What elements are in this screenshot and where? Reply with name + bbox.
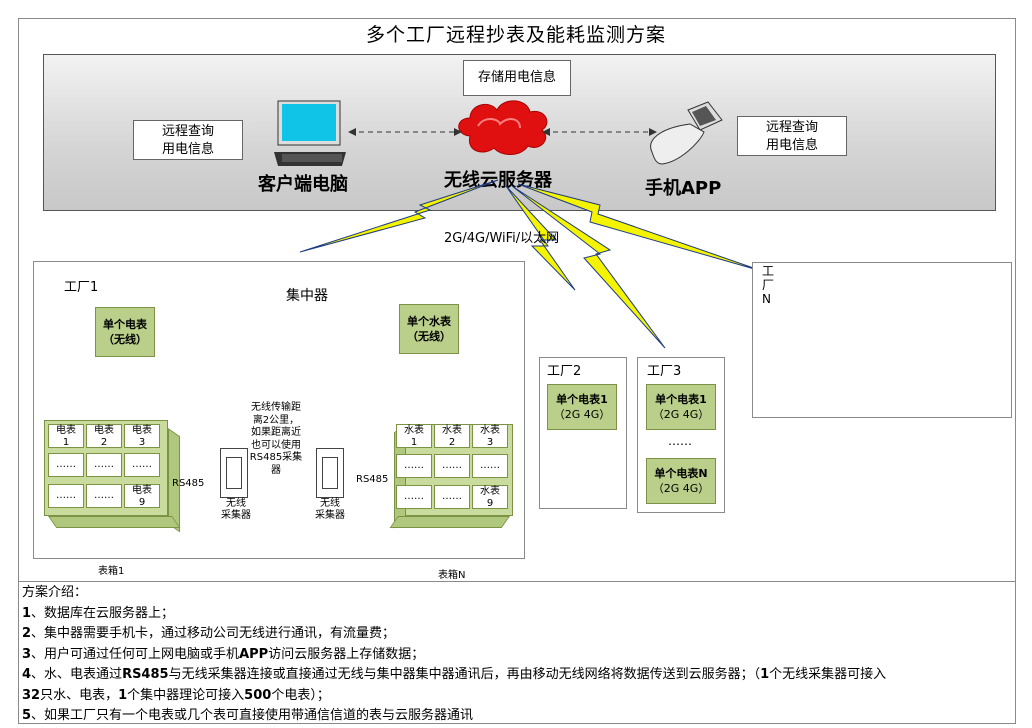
factory3-ellipsis: ……: [668, 434, 692, 448]
concentrator-label: 集中器: [286, 288, 328, 304]
desktop-computer-icon: [274, 100, 346, 166]
description-item-1: 1、数据库在云服务器上；: [22, 605, 175, 621]
description-heading: 方案介绍：: [22, 585, 88, 600]
electric-cell-2: 电表 2: [86, 424, 122, 448]
cabinet-N-label: 表箱N: [438, 570, 466, 581]
water-cell-7: ……: [396, 485, 432, 509]
factory3-name: 工厂3: [647, 364, 682, 379]
wireless-collector-left: [220, 448, 248, 498]
wireless-links: [299, 179, 766, 349]
wireless-collector-label-left: 无线采集器: [221, 498, 251, 521]
factory2-meter: 单个电表1（2G 4G）: [547, 384, 617, 430]
electric-cell-9: 电表 9: [124, 484, 160, 508]
scheme-description: 方案介绍： 1、数据库在云服务器上； 2、集中器需要手机卡，通过移动公司无线进行…: [22, 583, 1012, 727]
client-pc-label: 客户端电脑: [258, 174, 348, 195]
diagram-frame: [18, 18, 1016, 724]
factory2-name: 工厂2: [547, 364, 582, 379]
rs485-label-left: RS485: [172, 478, 205, 489]
description-item-2: 2、集中器需要手机卡，通过移动公司无线进行通讯，有流量费；: [22, 626, 396, 641]
mobile-app-label: 手机APP: [645, 178, 722, 199]
electric-cell-6: ……: [124, 453, 160, 477]
factory2-panel: [539, 357, 627, 509]
description-item-5: 5、如果工厂只有一个电表或几个表可直接使用带通信信道的表与云服务器通讯: [22, 708, 474, 723]
factory1-name: 工厂1: [64, 280, 99, 295]
cabinet-1-label: 表箱1: [98, 566, 125, 577]
water-cell-2: 水表 2: [434, 424, 470, 448]
single-electric-meter-wireless: 单个电表（无线）: [95, 307, 155, 357]
water-cell-6: ……: [472, 454, 508, 478]
water-cell-4: ……: [396, 454, 432, 478]
wireless-collector-label-right: 无线采集器: [315, 498, 345, 521]
description-item-4-cont: 32只水、电表，1个集中器理论可接入500个电表）；: [22, 687, 330, 703]
factory3-meter-1: 单个电表1（2G 4G）: [646, 384, 716, 430]
single-water-meter-wireless: 单个水表（无线）: [399, 304, 459, 354]
wireless-collector-right: [316, 448, 344, 498]
network-label: 2G/4G/WiFi/以太网: [444, 231, 560, 246]
description-item-3: 3、用户可通过任何可上网电脑或手机APP访问云服务器上存储数据；: [22, 646, 425, 662]
electric-cell-5: ……: [86, 453, 122, 477]
factoryN-panel: [752, 262, 1012, 418]
remote-query-box-left: 远程查询用电信息: [133, 120, 243, 160]
water-cell-9: 水表 9: [472, 485, 508, 509]
factory3-meter-N: 单个电表N（2G 4G）: [646, 458, 716, 504]
water-cell-3: 水表 3: [472, 424, 508, 448]
electric-cell-3: 电表 3: [124, 424, 160, 448]
electric-cell-8: ……: [86, 484, 122, 508]
water-cabinet-bottom: [389, 516, 510, 528]
cloud-server-icon: [458, 100, 548, 155]
rs485-label-right: RS485: [356, 474, 389, 485]
water-cell-8: ……: [434, 485, 470, 509]
water-cell-1: 水表 1: [396, 424, 432, 448]
diagram-title: 多个工厂远程抄表及能耗监测方案: [365, 24, 666, 46]
water-cell-5: ……: [434, 454, 470, 478]
storage-info-box: 存储用电信息: [463, 60, 571, 96]
electric-cabinet-bottom: [48, 516, 181, 528]
electric-cell-4: ……: [48, 453, 84, 477]
description-divider: [18, 581, 1016, 582]
remote-query-box-right: 远程查询用电信息: [737, 116, 847, 156]
electric-cell-1: 电表 1: [48, 424, 84, 448]
electric-cell-7: ……: [48, 484, 84, 508]
mobile-phone-icon: [650, 101, 723, 165]
description-item-4: 4、水、电表通过RS485与无线采集器连接或直接通过无线与集中器集中器通讯后，再…: [22, 667, 887, 682]
